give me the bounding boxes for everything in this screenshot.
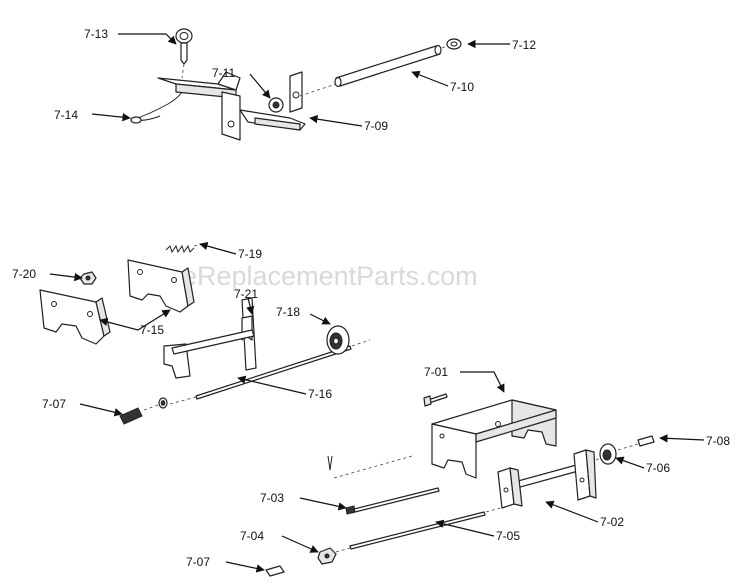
part-7-11-collar (268, 97, 284, 113)
label-7-02: 7-02 (600, 515, 624, 529)
label-7-05: 7-05 (496, 529, 520, 543)
middle-left-assembly: 7-19 7-20 7-21 7-18 7-15 7-16 7-07 (12, 241, 371, 425)
part-7-21-latch (163, 297, 257, 379)
part-7-15-plate-front (39, 289, 111, 345)
top-assembly: 7-13 7-12 7-11 7-10 7-14 7-09 (54, 27, 536, 141)
label-7-03: 7-03 (260, 491, 284, 505)
part-7-18-bushing (326, 325, 350, 355)
label-7-09: 7-09 (364, 119, 388, 133)
label-7-19: 7-19 (238, 247, 262, 261)
part-7-03-rod (333, 455, 440, 515)
part-7-08-pin (617, 435, 655, 451)
part-cotter-pin (327, 455, 333, 471)
label-7-08: 7-08 (706, 434, 730, 448)
label-7-07-upper: 7-07 (42, 397, 66, 411)
part-7-01-bracket (431, 399, 557, 479)
part-7-09-bracket (157, 71, 306, 141)
part-7-14-hairpin (130, 91, 183, 124)
watermark-text: eReplacementParts.com (182, 261, 478, 291)
label-7-12: 7-12 (512, 38, 536, 52)
part-7-02-shaft (497, 449, 597, 509)
bottom-right-assembly: 7-01 7-08 7-06 7-03 7-02 7-04 7-05 7-07 (186, 365, 730, 577)
part-7-07-spring-upper (119, 404, 159, 425)
label-7-11: 7-11 (212, 66, 235, 80)
label-7-07-lower: 7-07 (186, 555, 210, 569)
label-7-04: 7-04 (240, 529, 264, 543)
label-7-15: 7-15 (140, 323, 164, 337)
part-bolt (423, 393, 448, 407)
label-7-21: 7-21 (234, 287, 258, 301)
label-7-18: 7-18 (276, 305, 300, 319)
part-7-05-rod (335, 507, 501, 553)
part-7-12-clip (441, 38, 462, 50)
part-7-16-rod (169, 339, 371, 405)
part-7-20-nut (79, 271, 97, 285)
part-7-19-spring (165, 243, 205, 254)
part-7-15-plate-back (127, 259, 195, 313)
part-7-13-pin (175, 28, 193, 65)
label-7-14: 7-14 (54, 108, 78, 122)
label-7-10: 7-10 (450, 80, 474, 94)
label-7-06: 7-06 (646, 461, 670, 475)
label-7-13: 7-13 (84, 27, 108, 41)
part-7-10-rod (299, 44, 442, 97)
part-7-04-nut (317, 547, 337, 565)
part-7-07-collar-upper (158, 397, 168, 409)
label-7-16: 7-16 (308, 387, 332, 401)
part-7-07-spring-lower (265, 565, 285, 577)
label-7-20: 7-20 (12, 267, 36, 281)
label-7-01: 7-01 (424, 365, 448, 379)
part-7-06-bushing (595, 443, 617, 465)
